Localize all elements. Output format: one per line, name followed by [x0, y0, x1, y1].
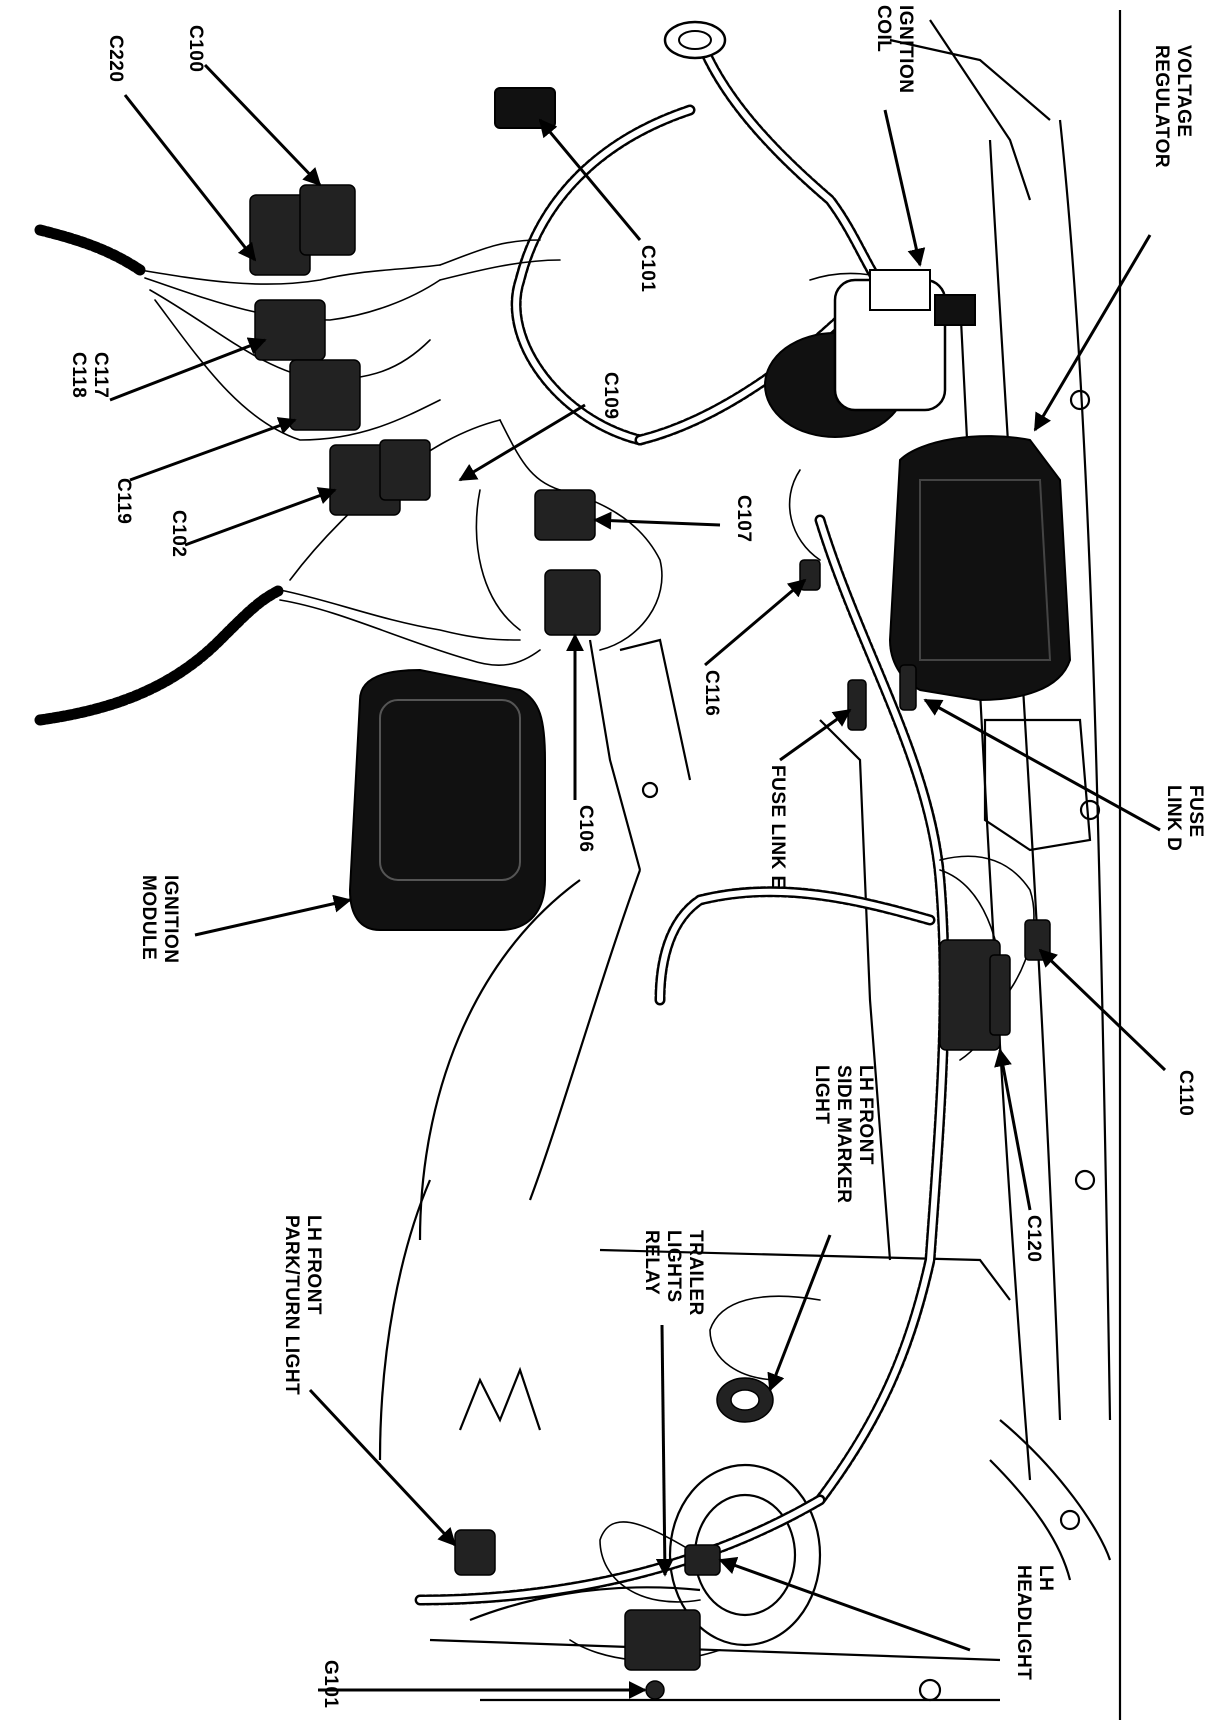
label-fuse-link-d: FUSE LINK D — [1163, 785, 1206, 851]
park-turn-light-socket — [454, 1529, 496, 1576]
label-ignition-module: IGNITION MODULE — [138, 875, 181, 969]
label-c110: C110 — [1175, 1070, 1196, 1116]
leader-lines — [109, 63, 1167, 1699]
c120-connector-block — [939, 939, 1011, 1051]
c106-connector — [544, 569, 601, 636]
labels: VOLTAGE REGULATOR IGNITION COIL C100 C22… — [68, 5, 1206, 1708]
trailer-lights-relay — [716, 1377, 774, 1423]
label-lh-front-park-turn-light: LH FRONT PARK/TURN LIGHT — [281, 1215, 324, 1395]
c107-connector — [534, 489, 596, 541]
label-fuse-link-e: FUSE LINK E — [767, 765, 788, 889]
label-c220: C220 — [105, 35, 126, 82]
g101-ground — [645, 1680, 665, 1700]
label-lh-front-side-marker-light: LH FRONT SIDE MARKER LIGHT — [811, 1065, 876, 1209]
label-g101: G101 — [320, 1660, 341, 1708]
label-c116: C116 — [701, 670, 722, 716]
ignition-module — [348, 668, 546, 931]
ignition-coil — [764, 269, 976, 438]
label-c120: C120 — [1023, 1215, 1044, 1262]
label-c107: C107 — [733, 495, 754, 542]
headlight-connector — [684, 1544, 721, 1576]
firewall-grommet — [663, 20, 727, 60]
label-c101: C101 — [637, 245, 658, 292]
voltage-regulator — [888, 435, 1072, 702]
label-c106: C106 — [575, 805, 596, 852]
c116-connector — [799, 559, 821, 591]
label-ignition-coil: IGNITION COIL — [873, 5, 916, 99]
label-trailer-lights-relay: TRAILER LIGHTS RELAY — [641, 1230, 706, 1322]
label-c119: C119 — [113, 478, 134, 524]
regulator-bracket — [983, 718, 1092, 852]
label-c102: C102 — [168, 510, 189, 557]
fuse-link-d — [899, 664, 917, 711]
connector-stack — [249, 184, 431, 516]
label-c117-c118: C117 C118 — [68, 352, 111, 404]
label-voltage-regulator: VOLTAGE REGULATOR — [1151, 45, 1194, 168]
fuse-link-e — [847, 679, 867, 731]
label-c109: C109 — [600, 372, 621, 419]
label-c100: C100 — [185, 25, 206, 72]
c101-connector — [494, 87, 556, 129]
lower-connector-block — [624, 1609, 701, 1671]
label-lh-headlight: LH HEADLIGHT — [1013, 1565, 1056, 1680]
